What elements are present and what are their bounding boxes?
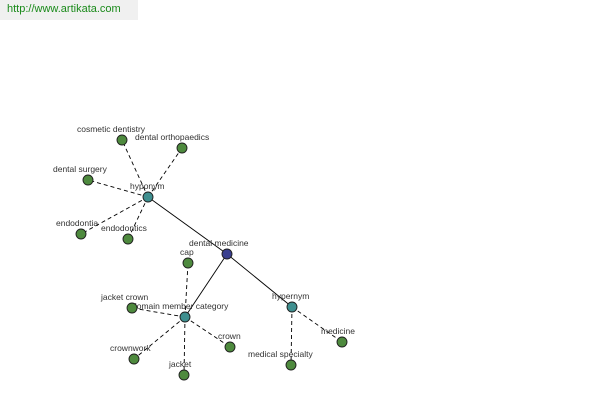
node-dot-cosmetic-dentistry[interactable] bbox=[116, 134, 128, 146]
node-dot-crown[interactable] bbox=[224, 341, 236, 353]
node-label-cap: cap bbox=[180, 247, 194, 257]
node-dot-dental-orthopaedics[interactable] bbox=[176, 142, 188, 154]
node-medicine[interactable]: medicine bbox=[321, 326, 355, 348]
node-label-domain-member-category: domain member category bbox=[132, 301, 229, 311]
node-dot-domain-member-category[interactable] bbox=[179, 311, 191, 323]
node-dot-medical-specialty[interactable] bbox=[285, 359, 297, 371]
edge-dental-medicine-to-hypernym bbox=[226, 253, 293, 308]
node-medical-specialty[interactable]: medical specialty bbox=[248, 349, 313, 371]
node-label-medicine: medicine bbox=[321, 326, 355, 336]
node-label-jacket-crown: jacket crown bbox=[100, 292, 149, 302]
node-label-dental-orthopaedics: dental orthopaedics bbox=[135, 132, 209, 142]
edge-hypernym-to-medicine bbox=[291, 306, 343, 343]
node-dot-jacket-crown[interactable] bbox=[126, 302, 138, 314]
node-dot-jacket[interactable] bbox=[178, 369, 190, 381]
edge-domain-member-category-to-crown bbox=[184, 316, 231, 348]
node-dot-medicine[interactable] bbox=[336, 336, 348, 348]
edge-dental-medicine-to-hyponym bbox=[147, 196, 228, 255]
nodes-layer: dental medicine hyponym domain member cate… bbox=[53, 124, 355, 381]
node-label-crown: crown bbox=[218, 331, 241, 341]
edge-hyponym-to-endodontia bbox=[80, 196, 149, 235]
node-label-dental-medicine: dental medicine bbox=[189, 238, 249, 248]
edge-hyponym-to-dental-orthopaedics bbox=[147, 147, 183, 198]
node-dot-crownwork[interactable] bbox=[128, 353, 140, 365]
node-label-crownwork: crownwork bbox=[110, 343, 151, 353]
node-jacket[interactable]: jacket bbox=[168, 359, 192, 381]
node-crown[interactable]: crown bbox=[218, 331, 241, 353]
edge-hyponym-to-cosmetic-dentistry bbox=[121, 139, 149, 198]
node-endodontics[interactable]: endodontics bbox=[101, 223, 147, 245]
node-dot-dental-surgery[interactable] bbox=[82, 174, 94, 186]
source-link-bar: http://www.artikata.com bbox=[0, 0, 138, 20]
node-label-endodontics: endodontics bbox=[101, 223, 147, 233]
node-crownwork[interactable]: crownwork bbox=[110, 343, 151, 365]
node-dental-orthopaedics[interactable]: dental orthopaedics bbox=[135, 132, 209, 154]
edges-layer bbox=[80, 139, 343, 376]
edge-hyponym-to-dental-surgery bbox=[87, 179, 149, 198]
node-dot-endodontia[interactable] bbox=[75, 228, 87, 240]
node-dot-hyponym[interactable] bbox=[142, 191, 154, 203]
node-dot-hypernym[interactable] bbox=[286, 301, 298, 313]
node-label-hypernym: hypernym bbox=[272, 291, 309, 301]
node-endodontia[interactable]: endodontia bbox=[56, 218, 98, 240]
node-label-dental-surgery: dental surgery bbox=[53, 164, 108, 174]
node-jacket-crown[interactable]: jacket crown bbox=[100, 292, 149, 314]
node-domain-member-category[interactable]: domain member category bbox=[132, 301, 229, 323]
node-label-jacket: jacket bbox=[168, 359, 192, 369]
node-hypernym[interactable]: hypernym bbox=[272, 291, 309, 313]
node-label-endodontia: endodontia bbox=[56, 218, 98, 228]
node-dot-cap[interactable] bbox=[182, 257, 194, 269]
node-dental-surgery[interactable]: dental surgery bbox=[53, 164, 108, 186]
edge-hypernym-to-medical-specialty bbox=[290, 306, 293, 366]
edge-domain-member-category-to-jacket-crown bbox=[131, 307, 186, 318]
node-cap[interactable]: cap bbox=[180, 247, 194, 269]
node-label-medical-specialty: medical specialty bbox=[248, 349, 313, 359]
edge-domain-member-category-to-cap bbox=[184, 262, 189, 318]
edge-hyponym-to-endodontics bbox=[127, 196, 149, 240]
node-label-cosmetic-dentistry: cosmetic dentistry bbox=[77, 124, 146, 134]
node-hyponym[interactable]: hyponym bbox=[130, 181, 165, 203]
edge-dental-medicine-to-domain-member-category bbox=[184, 253, 228, 318]
node-cosmetic-dentistry[interactable]: cosmetic dentistry bbox=[77, 124, 146, 146]
edge-domain-member-category-to-jacket bbox=[183, 316, 186, 376]
source-link[interactable]: http://www.artikata.com bbox=[7, 3, 121, 15]
node-dental-medicine[interactable]: dental medicine bbox=[189, 238, 249, 260]
node-dot-endodontics[interactable] bbox=[122, 233, 134, 245]
node-label-hyponym: hyponym bbox=[130, 181, 165, 191]
node-dot-dental-medicine[interactable] bbox=[221, 248, 233, 260]
